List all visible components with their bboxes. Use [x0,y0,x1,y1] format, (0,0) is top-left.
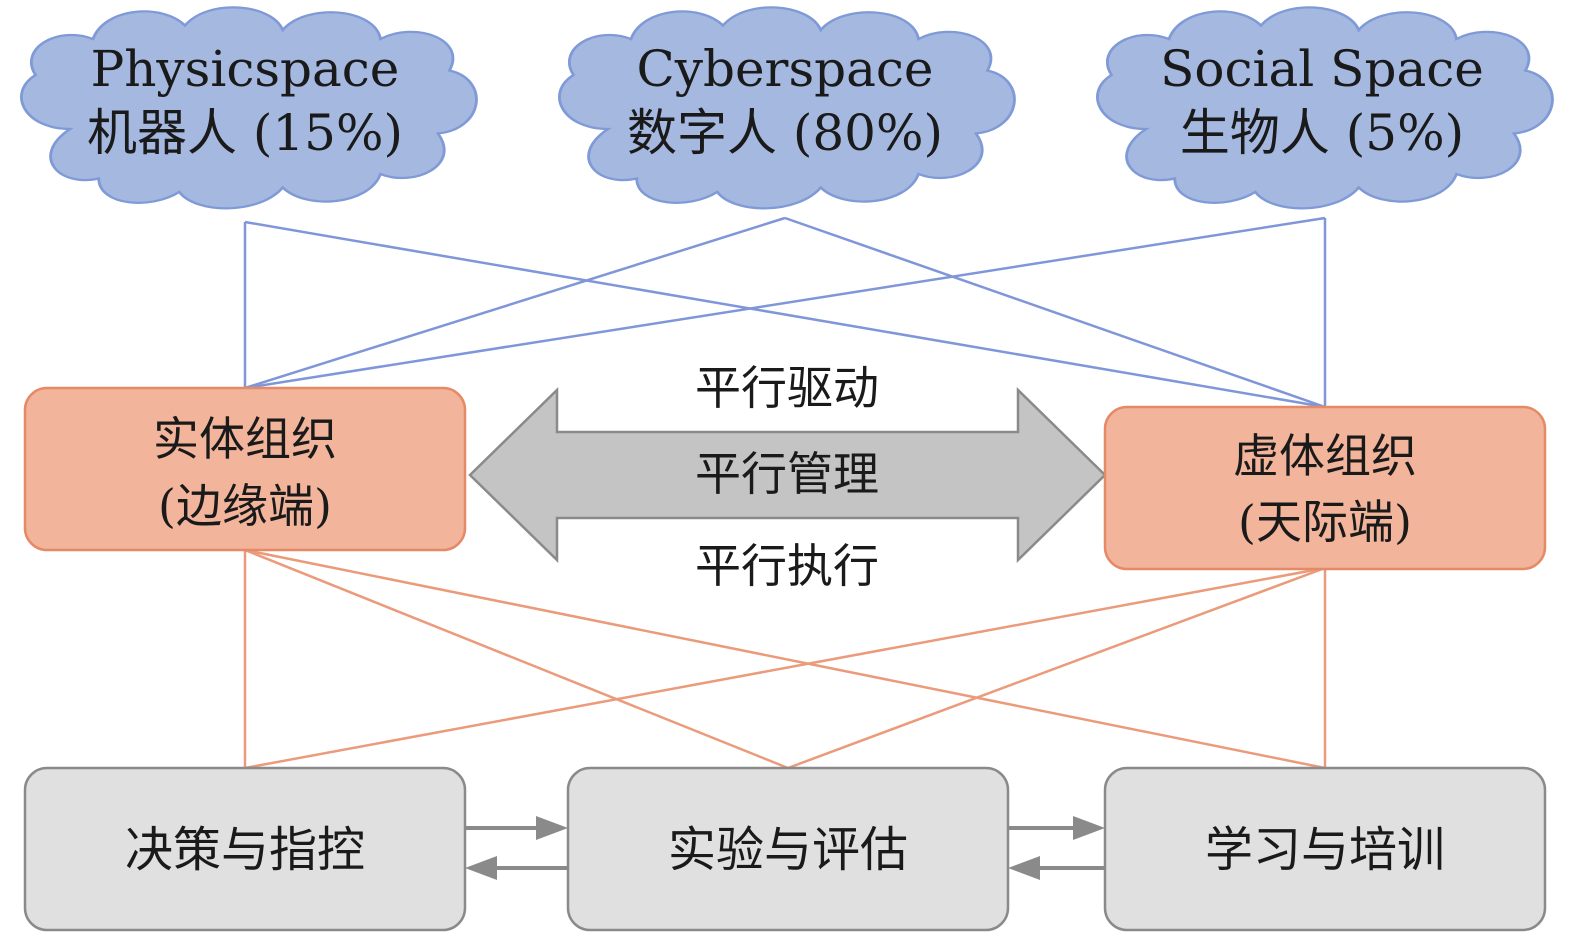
cloud-cyberspace: Cyberspace 数字人 (80%) [558,5,1016,210]
function-box-decision-bg [25,768,465,930]
line-left-to-experiment [244,548,789,770]
function-learning-label: 学习与培训 [1205,822,1445,878]
line-right-to-experiment [787,566,1326,770]
line-left-to-learning [244,548,1326,770]
function-box-experiment: 实验与评估 [566,766,1010,932]
function-box-experiment-bg [568,768,1008,930]
line-cyber-to-left [244,216,786,390]
function-box-learning: 学习与培训 [1103,766,1547,932]
center-double-arrow: 平行驱动 平行管理 平行执行 [468,352,1107,596]
cloud-physicspace-line1: Physicspace [91,40,400,98]
org-virtual-title: 虚体组织 [1233,429,1417,483]
function-box-learning-bg [1105,768,1545,930]
small-flow-arrows [465,816,1105,880]
function-box-experiment-border [566,766,1010,932]
cloud-cyberspace-line1: Cyberspace [636,40,933,98]
cloud-social-space: Social Space 生物人 (5%) [1096,5,1554,210]
cloud-physicspace-line2: 机器人 (15%) [87,104,403,162]
org-box-virtual-bg [1105,407,1545,569]
org-box-virtual-border [1103,405,1547,571]
blue-connection-lines [243,216,1327,409]
function-box-decision-border [23,766,467,932]
function-box-decision: 决策与指控 [23,766,467,932]
org-physical-subtitle: (边缘端) [158,479,332,533]
arrow-label-parallel-execute: 平行执行 [695,539,879,593]
function-box-learning-border [1103,766,1547,932]
arrow-learning-to-experiment [1008,856,1105,880]
cloud-social-line1: Social Space [1160,40,1484,98]
org-box-physical-border [23,386,467,552]
org-virtual-subtitle: (天际端) [1238,495,1412,549]
org-physical-title: 实体组织 [153,412,337,466]
line-right-to-decision [244,566,1326,770]
arrow-decision-to-experiment [465,816,568,840]
cloud-physicspace: Physicspace 机器人 (15%) [20,5,478,210]
arrow-label-parallel-manage: 平行管理 [695,447,879,501]
arrow-bottom-label-bg [660,532,915,596]
orange-connection-lines [243,548,1327,770]
function-experiment-label: 实验与评估 [668,822,908,878]
org-box-physical: 实体组织 (边缘端) [23,386,467,552]
line-social-to-left [244,216,1326,390]
line-cyber-to-right [784,216,1326,409]
line-physic-to-right [244,220,1326,409]
arrow-experiment-to-learning [1008,816,1105,840]
org-box-physical-bg [25,388,465,550]
cloud-cyberspace-line2: 数字人 (80%) [627,104,943,162]
arrow-experiment-to-decision [465,856,568,880]
arrow-label-parallel-drive: 平行驱动 [695,361,879,415]
function-decision-label: 决策与指控 [125,822,365,878]
arrow-top-label-bg [660,352,915,416]
cloud-social-line2: 生物人 (5%) [1180,104,1464,162]
org-box-virtual: 虚体组织 (天际端) [1103,405,1547,571]
